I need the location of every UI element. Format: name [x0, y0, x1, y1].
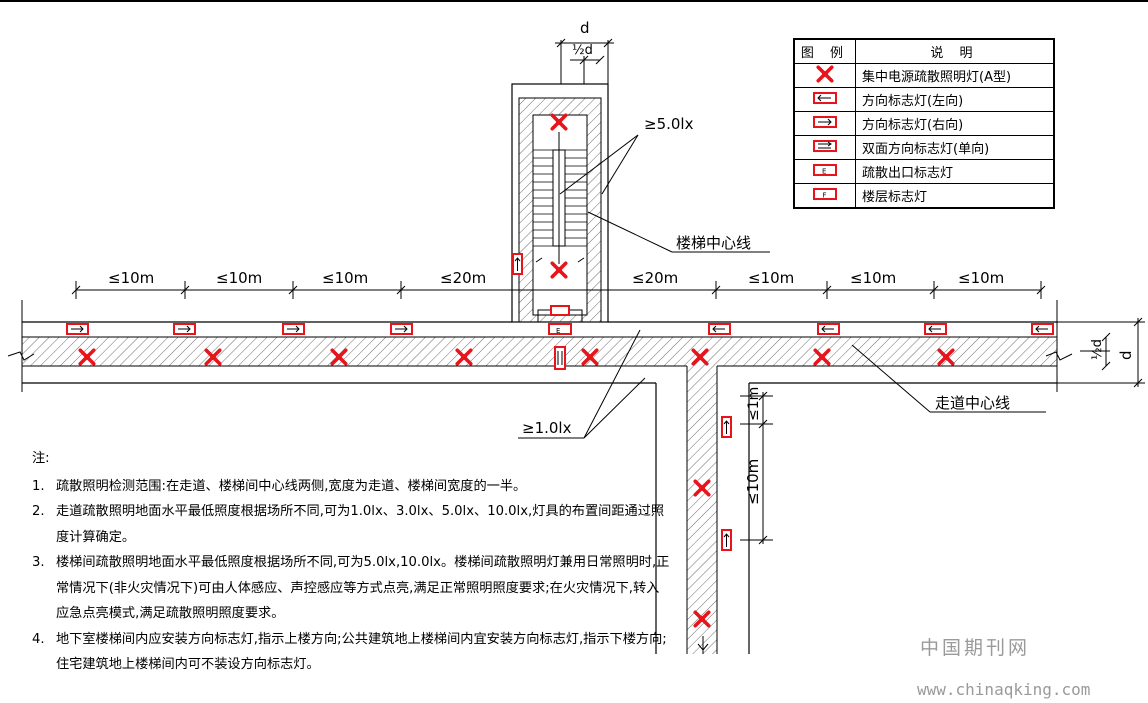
spacing-label-v2: ≤10m	[744, 459, 762, 505]
note-item: 4. 地下室楼梯间内应安装方向标志灯,指示上楼方向;公共建筑地上楼梯间内宜安装方…	[32, 627, 672, 678]
exit-sign-icon: E	[548, 323, 572, 335]
direction-sign-up-icon	[721, 416, 732, 438]
note-text: 走道疏散照明地面水平最低照度根据场所不同,可为1.0lx、3.0lx、5.0lx…	[56, 504, 665, 545]
note-number: 4.	[32, 631, 45, 647]
note-number: 1.	[32, 478, 45, 494]
corridor-illuminance-label: ≥1.0lx	[522, 419, 572, 437]
svg-text:E: E	[556, 327, 560, 335]
legend-row: 方向标志灯(右向)	[793, 111, 1055, 136]
stair-centerline-label: 楼梯中心线	[676, 234, 751, 252]
corridor-width-dimension	[1057, 317, 1145, 388]
note-number: 2.	[32, 504, 45, 519]
direction-sign-right-icon	[173, 323, 196, 335]
direction-sign-right-icon	[282, 323, 305, 335]
svg-text:E: E	[822, 167, 826, 175]
watermark-cn: 中国期刊网	[920, 637, 1031, 659]
direction-sign-left-icon	[1031, 323, 1054, 335]
corridor-centerline-label: 走道中心线	[935, 394, 1010, 412]
svg-text:F: F	[823, 191, 827, 199]
central-power-emergency-light-icon	[816, 64, 834, 83]
note-number: 3.	[32, 555, 45, 570]
direction-sign-right-icon	[390, 323, 413, 335]
legend-row: E 疏散出口标志灯	[793, 159, 1055, 184]
legend-row: 方向标志灯(左向)	[793, 87, 1055, 112]
spacing-label-r4: ≤10m	[958, 269, 1004, 287]
notes-heading: 注:	[32, 451, 50, 466]
note-item: 3. 楼梯间疏散照明地面水平最低照度根据场所不同,可为5.0lx,10.0lx。…	[32, 550, 672, 627]
legend-header-row: 图 例 说 明	[793, 38, 1055, 64]
legend-header-desc: 说 明	[855, 38, 1055, 64]
spacing-label-l4: ≤20m	[440, 269, 486, 287]
floor-sign-icon: F	[813, 187, 837, 200]
legend-label: 方向标志灯(左向)	[855, 87, 1055, 112]
direction-sign-left-icon	[708, 323, 731, 335]
branch-corridor	[655, 366, 750, 654]
direction-sign-right-icon	[813, 115, 837, 128]
dim-half-d-side-label: ½d	[1090, 339, 1105, 360]
direction-sign-right-icon	[66, 323, 89, 335]
branch-spacing-dimension	[740, 391, 773, 545]
stair-illuminance-label: ≥5.0lx	[644, 115, 694, 133]
legend-label: 方向标志灯(右向)	[855, 111, 1055, 136]
direction-sign-up-icon	[512, 253, 523, 275]
note-text: 疏散照明检测范围:在走道、楼梯间中心线两侧,宽度为走道、楼梯间宽度的一半。	[56, 478, 527, 494]
spacing-label-r3: ≤10m	[850, 269, 896, 287]
direction-sign-left-icon	[817, 323, 840, 335]
spacing-label-r2: ≤10m	[748, 269, 794, 287]
direction-signs: E	[66, 253, 1054, 551]
spacing-label-v1: ≤1m	[746, 387, 762, 421]
spacing-label-r1: ≤20m	[632, 269, 678, 287]
dim-d-label: d	[580, 19, 590, 37]
note-text: 楼梯间疏散照明地面水平最低照度根据场所不同,可为5.0lx,10.0lx。楼梯间…	[56, 555, 670, 621]
legend-row: 双面方向标志灯(单向)	[793, 135, 1055, 160]
legend-label: 疏散出口标志灯	[855, 159, 1055, 184]
spacing-dimension-line	[71, 281, 1046, 299]
legend-row: F 楼层标志灯	[793, 183, 1055, 209]
watermark-url: www.chinaqking.com	[917, 680, 1091, 699]
direction-sign-left-icon	[924, 323, 947, 335]
legend-header-symbol: 图 例	[793, 38, 856, 64]
note-item: 1. 疏散照明检测范围:在走道、楼梯间中心线两侧,宽度为走道、楼梯间宽度的一半。	[32, 474, 672, 500]
legend-table: 图 例 说 明 集中电源疏散照明灯(A型) 方向标志灯(左向) 方向标志灯(右向	[793, 38, 1055, 209]
exit-sign-icon	[550, 305, 570, 316]
stair-width-dimension	[555, 38, 614, 84]
double-sided-direction-sign-icon	[813, 139, 837, 152]
note-item: 2. 走道疏散照明地面水平最低照度根据场所不同,可为1.0lx、3.0lx、5.…	[32, 499, 672, 550]
spacing-label-l3: ≤10m	[322, 269, 368, 287]
dim-d-side-label: d	[1117, 350, 1135, 360]
corridor	[7, 300, 1073, 392]
direction-sign-up-icon	[721, 529, 732, 551]
exit-sign-icon: E	[813, 163, 837, 176]
legend-label: 双面方向标志灯(单向)	[855, 135, 1055, 160]
legend-label: 集中电源疏散照明灯(A型)	[855, 63, 1055, 88]
spacing-label-l1: ≤10m	[108, 269, 154, 287]
spacing-label-l2: ≤10m	[216, 269, 262, 287]
leader-lines	[518, 134, 1046, 439]
legend-label: 楼层标志灯	[855, 183, 1055, 209]
legend-row: 集中电源疏散照明灯(A型)	[793, 63, 1055, 88]
stairwell	[511, 83, 609, 323]
direction-sign-left-icon	[813, 91, 837, 104]
note-text: 地下室楼梯间内应安装方向标志灯,指示上楼方向;公共建筑地上楼梯间内宜安装方向标志…	[56, 631, 667, 673]
dim-half-d-label: ½d	[572, 43, 593, 58]
notes-section: 注: 1. 疏散照明检测范围:在走道、楼梯间中心线两侧,宽度为走道、楼梯间宽度的…	[32, 446, 672, 678]
double-sided-direction-sign-icon	[554, 346, 566, 370]
